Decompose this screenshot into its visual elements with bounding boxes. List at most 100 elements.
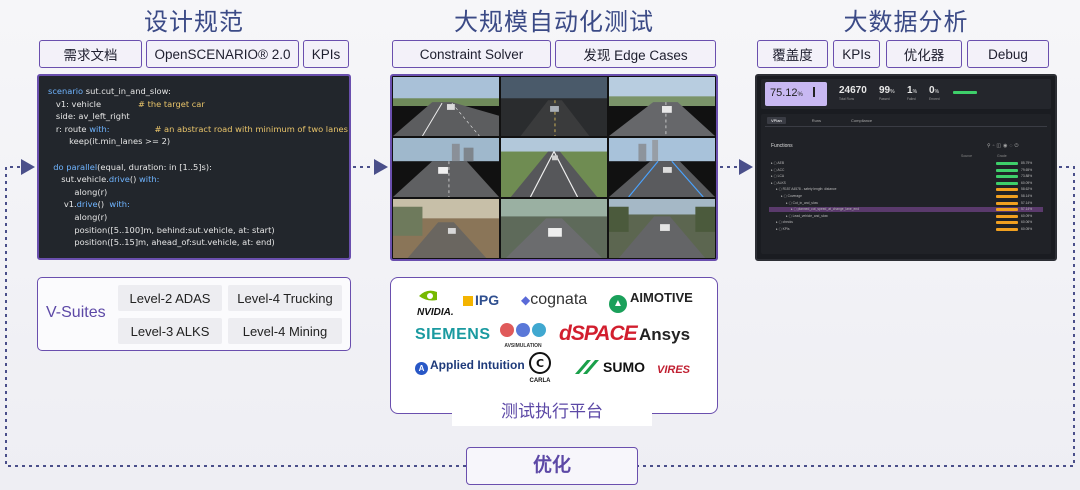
grade-value: 58.14% [1021,194,1033,198]
code-line: sut.vehicle.drive() with: [48,173,349,186]
code-token: v1. [63,199,77,210]
ansys-logo: Ansys [639,325,691,344]
code-token [48,174,61,184]
aimotive-mark-icon: ▲ [609,295,627,313]
tab-constraint-solver[interactable]: Constraint Solver [392,40,551,68]
code-token: () [97,199,110,210]
execution-platform-panel: NVIDIA. IPG ◆cognata ▲AIMOTIVE SIEMENS A… [390,277,718,414]
level-4-mining[interactable]: Level-4 Mining [228,318,342,344]
function-name: ▸ ▢ KPIs [776,227,790,231]
function-row[interactable]: ▸ ▢ Lead_vehicle_and_slow 60.09% [769,214,1043,219]
code-token: with: [138,174,160,185]
code-token: drive [108,174,130,185]
grade-bar [996,208,1018,212]
grade-value: 85.79% [1021,161,1033,165]
code-token [110,124,155,134]
code-line [48,148,349,161]
code-token: drive [76,199,98,210]
function-name-text: Lead_vehicle_and_slow [792,213,828,218]
tab-design-kpis[interactable]: KPIs [303,40,349,68]
code-line: side: av_left_right [48,110,349,123]
automation-section-title: 大规模自动化测试 [454,8,654,36]
level-3-alks[interactable]: Level-3 ALKS [118,318,222,344]
tab-openscenario[interactable]: OpenSCENARIO® 2.0 [146,40,299,68]
function-name: ▸ ▢ Lead_vehicle_and_slow [786,214,828,218]
function-name-text: KPIs [782,227,790,231]
function-name-text: R157 A4578 - safety length: distance [782,187,837,192]
dash-tab-vplan[interactable]: VPlan [767,117,786,124]
stat-errored-unit: % [934,89,940,95]
chevron-right-icon: ▸ ▢ [776,227,783,231]
toolbar-icons[interactable]: ⚲▫◫◉◌⏻ [987,143,1021,149]
applied-intuition-logo-text: Applied Intuition [430,358,525,372]
function-row[interactable]: ▸ ▢ planned_cut_speed_at_change_lane_end… [769,207,1043,213]
cognata-logo-text: cognata [530,291,588,308]
function-name: ▸ ▢ Coverage [781,194,802,198]
tab-requirements-doc[interactable]: 需求文档 [39,40,142,68]
code-token [48,237,74,247]
siemens-logo: SIEMENS [415,326,491,343]
function-name-text: ACC [777,167,785,172]
grade-value: 60.09% [1021,213,1033,218]
dash-tab-compliance[interactable]: Compliance [851,118,873,123]
dash-tab-runs[interactable]: Runs [811,118,822,123]
code-token: (equal, duration: in [1..5]s): [97,161,212,172]
code-token: position([5..15]m, ahead_of:sut.vehicle,… [74,237,275,248]
optimize-box[interactable]: 优化 [466,447,638,485]
code-token: scenario [48,86,84,96]
coverage-unit: % [797,92,803,98]
code-token [48,111,56,121]
aimotive-logo-text: AIMOTIVE [630,290,693,305]
design-section-title: 设计规范 [144,8,244,36]
code-line: position([5..100]m, behind:sut.vehicle, … [48,224,349,237]
level-4-trucking[interactable]: Level-4 Trucking [228,285,342,311]
coverage-indicator [812,87,815,97]
chevron-right-icon: ▸ ▢ [776,187,783,192]
tab-coverage[interactable]: 覆盖度 [757,40,828,68]
grade-value: 57.14% [1021,207,1033,212]
level-2-adas[interactable]: Level-2 ADAS [118,285,222,311]
stat-passed-caption: Passed [879,97,890,101]
code-token [48,99,56,109]
sim-view-9 [609,199,715,258]
code-line: position([5..15]m, ahead_of:sut.vehicle,… [48,236,349,249]
function-row[interactable]: ▸ ▢ Coverage 58.14% [769,194,1043,199]
ipg-mark-icon [463,296,473,306]
stat-failed: 1%Failed [907,85,917,101]
code-token [48,187,74,197]
code-line: along(r) [48,211,349,224]
execution-platform-label: 测试执行平台 [452,398,652,426]
grade-bar [996,162,1018,165]
tab-analytics-kpis[interactable]: KPIs [833,40,880,68]
tab-debug[interactable]: Debug [967,40,1049,68]
stat-passed: 99%Passed [879,85,895,101]
grade-bar [996,195,1018,198]
grade-value: 57.14% [1021,200,1033,205]
grade-value: 60.05% [1021,227,1033,231]
code-token [48,136,69,146]
function-row[interactable]: ▸ ▢ R157 A4578 - safety length: distance… [769,187,1043,192]
code-token: position([5..100]m, behind:sut.vehicle, … [74,224,275,235]
function-row[interactable]: ▸ ▢ KPIs 60.05% [769,227,1043,232]
sim-view-8 [501,199,607,258]
aimotive-logo: ▲AIMOTIVE [609,290,693,313]
function-name: ▸ ▢ ALKS [771,181,786,185]
coverage-value: 75.12 [770,87,798,99]
avsimulation-logo: AVSIMULATION [499,322,547,349]
dashboard-tabs: VPlan Runs Compliance [767,117,898,124]
carla-mark-icon: C [529,352,551,374]
tab-edge-cases[interactable]: 发现 Edge Cases [555,40,716,68]
code-line: r: route with: # an abstract road with m… [48,123,349,136]
tab-optimizer[interactable]: 优化器 [886,40,962,68]
chevron-right-icon: ▸ ▢ [771,161,778,165]
code-token: side: av_left_right [55,111,130,122]
functions-title: Functions [771,143,793,149]
